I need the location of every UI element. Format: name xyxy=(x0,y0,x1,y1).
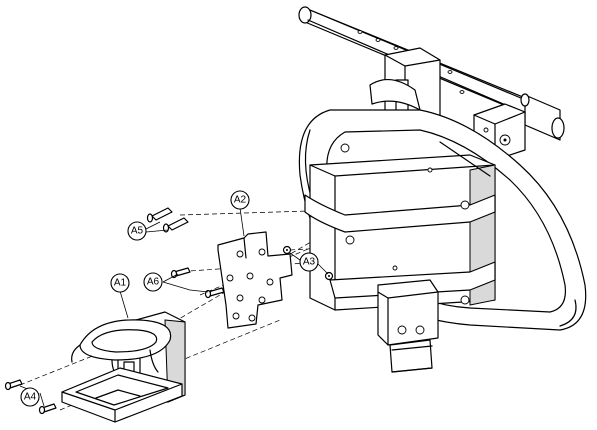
callout-leaders xyxy=(19,207,329,407)
nuts-a3 xyxy=(282,245,334,281)
lower-support-post xyxy=(377,279,439,373)
callout-a2: A2 xyxy=(230,190,250,210)
callout-a5: A5 xyxy=(127,221,147,241)
screws-a5 xyxy=(146,207,189,233)
screws-a6 xyxy=(170,267,225,299)
callout-a3-label: A3 xyxy=(303,257,316,268)
armrest-mount-bracket xyxy=(304,141,496,311)
callout-a2-label: A2 xyxy=(234,195,247,206)
callout-a5-label: A5 xyxy=(131,226,144,237)
cup-holder-a1 xyxy=(61,311,186,423)
callout-a1-label: A1 xyxy=(114,278,127,289)
callout-a4-label: A4 xyxy=(24,392,37,403)
adapter-plate-a2 xyxy=(217,231,293,329)
callout-a3: A3 xyxy=(299,252,319,272)
callout-a4: A4 xyxy=(20,387,40,407)
callout-a1: A1 xyxy=(110,273,130,293)
callout-a6: A6 xyxy=(143,272,163,292)
callout-a6-label: A6 xyxy=(147,277,160,288)
screws-a4 xyxy=(4,379,57,415)
